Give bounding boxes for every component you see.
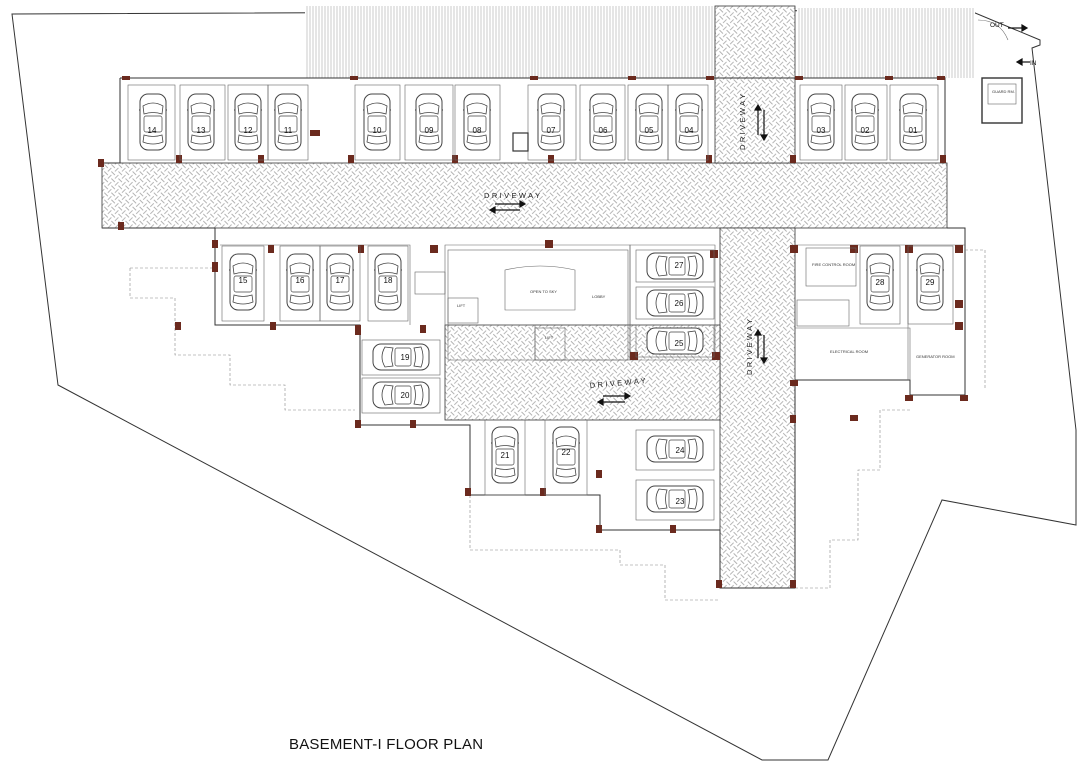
lift-label-1: LIFT xyxy=(457,303,466,308)
svg-text:24: 24 xyxy=(676,446,685,455)
svg-text:21: 21 xyxy=(501,451,510,460)
ramp-top-left xyxy=(305,6,715,78)
svg-text:02: 02 xyxy=(861,126,870,135)
traffic-arrows xyxy=(488,23,1030,407)
svg-text:04: 04 xyxy=(685,126,694,135)
svg-text:18: 18 xyxy=(384,276,393,285)
parking-lobby-right xyxy=(635,249,715,358)
svg-text:11: 11 xyxy=(284,126,293,135)
svg-text:09: 09 xyxy=(425,126,434,135)
guard-room xyxy=(977,19,1023,124)
guard-room-label: GUARD RM. xyxy=(992,89,1015,94)
svg-text:06: 06 xyxy=(599,126,608,135)
driveway-label-right-top: DRIVEWAY xyxy=(738,92,747,150)
svg-text:12: 12 xyxy=(244,126,253,135)
parking-middle-left xyxy=(221,245,441,414)
parking-top-row xyxy=(127,84,939,161)
driveway-label-top: DRIVEWAY xyxy=(484,191,542,200)
lift-label-2: LIFT xyxy=(545,335,554,340)
svg-text:22: 22 xyxy=(562,448,571,457)
out-label: OUT xyxy=(990,22,1004,29)
svg-text:17: 17 xyxy=(336,276,345,285)
generator-room-label: GENERATOR ROOM xyxy=(916,354,955,359)
svg-text:01: 01 xyxy=(909,126,918,135)
ramp-top-right xyxy=(797,8,975,78)
plan-title: BASEMENT-I FLOOR PLAN xyxy=(289,736,484,753)
lobby-label: LOBBY xyxy=(592,294,606,299)
svg-text:27: 27 xyxy=(675,261,684,270)
parking-bottom-middle xyxy=(484,419,715,521)
svg-text:03: 03 xyxy=(817,126,826,135)
svg-text:20: 20 xyxy=(401,391,410,400)
svg-text:19: 19 xyxy=(401,353,410,362)
driveway-label-right-bottom: DRIVEWAY xyxy=(745,317,754,375)
core-rooms xyxy=(414,247,857,361)
svg-text:16: 16 xyxy=(296,276,305,285)
parking-right xyxy=(859,245,954,325)
svg-text:15: 15 xyxy=(239,276,248,285)
svg-text:23: 23 xyxy=(676,497,685,506)
svg-text:29: 29 xyxy=(926,278,935,287)
svg-text:25: 25 xyxy=(675,339,684,348)
svg-text:05: 05 xyxy=(645,126,654,135)
fire-control-label: FIRE CONTROL ROOM xyxy=(812,262,855,267)
svg-text:07: 07 xyxy=(547,126,556,135)
open-to-sky-label: OPEN TO SKY xyxy=(530,289,557,294)
site-boundary xyxy=(11,9,1077,761)
svg-text:26: 26 xyxy=(675,299,684,308)
svg-text:10: 10 xyxy=(373,126,382,135)
foundation-dashes xyxy=(129,249,986,601)
electrical-room-label: ELECTRICAL ROOM xyxy=(830,349,868,354)
svg-text:08: 08 xyxy=(473,126,482,135)
slot-numbers: 14 13 12 11 10 09 08 07 06 05 04 03 02 0… xyxy=(148,126,935,506)
svg-text:13: 13 xyxy=(197,126,206,135)
driveway-areas xyxy=(101,5,948,589)
svg-text:14: 14 xyxy=(148,126,157,135)
svg-text:28: 28 xyxy=(876,278,885,287)
in-label: IN xyxy=(1030,60,1037,67)
